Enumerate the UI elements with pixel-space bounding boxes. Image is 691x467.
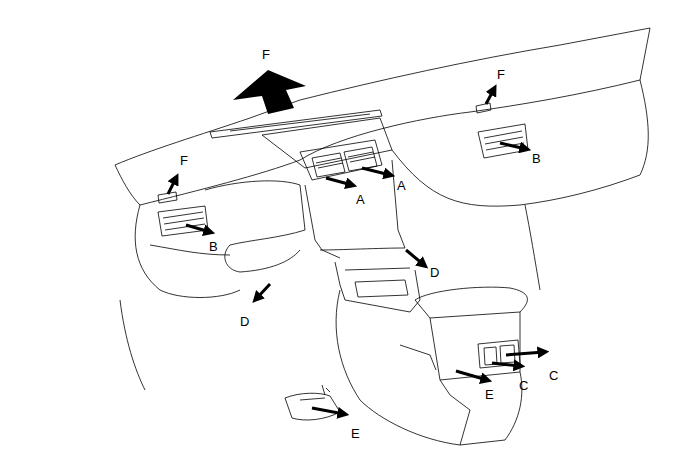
outlet-letter: F — [497, 68, 505, 81]
outlet-letter: A — [397, 179, 406, 192]
outlet-letter: F — [262, 48, 270, 61]
outlet-letter: C — [519, 379, 528, 392]
outlet-letter: D — [240, 315, 249, 328]
outlet-letter: E — [485, 388, 494, 401]
outlet-letter: E — [351, 427, 360, 440]
outlet-letter: F — [180, 154, 188, 167]
outlet-letter: B — [209, 240, 218, 253]
outlet-letter: C — [549, 369, 558, 382]
outlet-letter: D — [430, 266, 439, 279]
outlet-letter: A — [356, 193, 365, 206]
outlet-letter: B — [532, 152, 541, 165]
